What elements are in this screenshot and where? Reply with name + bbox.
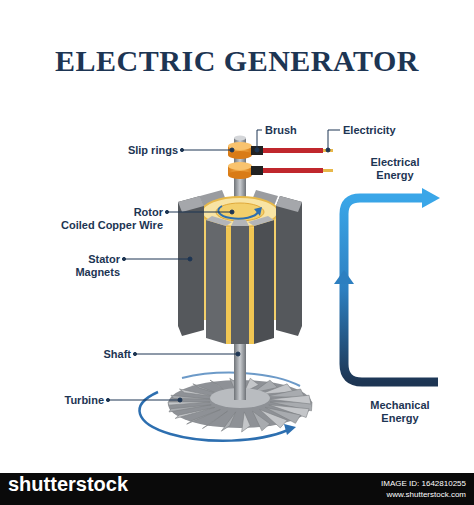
arrow-head	[422, 188, 440, 208]
turbine-blade	[171, 395, 211, 399]
part-label: Turbine	[64, 394, 104, 407]
turbine-blade	[242, 412, 251, 432]
turbine-blade	[169, 405, 211, 412]
part-label: Brush	[265, 124, 297, 137]
part-label: Coiled Copper Wire	[61, 219, 163, 232]
wire	[263, 148, 323, 153]
stator-magnet	[254, 220, 274, 344]
part-label: Electricity	[343, 124, 396, 137]
part-label: Mechanical Energy	[358, 399, 442, 425]
stator-magnet	[276, 196, 302, 336]
part-label: Shaft	[104, 348, 132, 361]
part-label: Slip rings	[128, 144, 178, 157]
watermark: shutterstock	[8, 478, 128, 491]
turbine-blade	[202, 411, 227, 428]
arrow-head	[284, 424, 296, 435]
stator-magnet	[178, 196, 204, 336]
turbine-blade	[252, 411, 269, 431]
stator-magnet	[206, 216, 232, 226]
part-label: Rotor	[134, 206, 163, 219]
turbine-blade	[168, 402, 210, 405]
turbine-blade	[187, 410, 221, 425]
stator-magnet	[178, 196, 204, 212]
stator-magnet	[248, 216, 274, 226]
stator-magnet	[206, 220, 226, 344]
watermark: IMAGE ID: 1642810255	[381, 479, 466, 489]
title: ELECTRIC GENERATOR	[0, 44, 474, 78]
watermark-bar	[0, 473, 474, 505]
part-label: Electrical Energy	[355, 156, 435, 182]
part-label: Stator	[88, 253, 120, 266]
energy-arrow	[344, 198, 438, 382]
part-label: Magnets	[75, 266, 120, 279]
arrow-head	[334, 270, 354, 284]
arrow-head	[254, 207, 262, 216]
stator-magnet	[276, 196, 302, 212]
rotation-arrow	[140, 392, 288, 441]
turbine-blade	[221, 412, 235, 431]
turbine-blade	[269, 395, 311, 404]
brush	[251, 166, 263, 175]
leader-line	[106, 130, 340, 402]
wire	[263, 168, 323, 173]
watermark: www.shutterstock.com	[386, 490, 466, 500]
